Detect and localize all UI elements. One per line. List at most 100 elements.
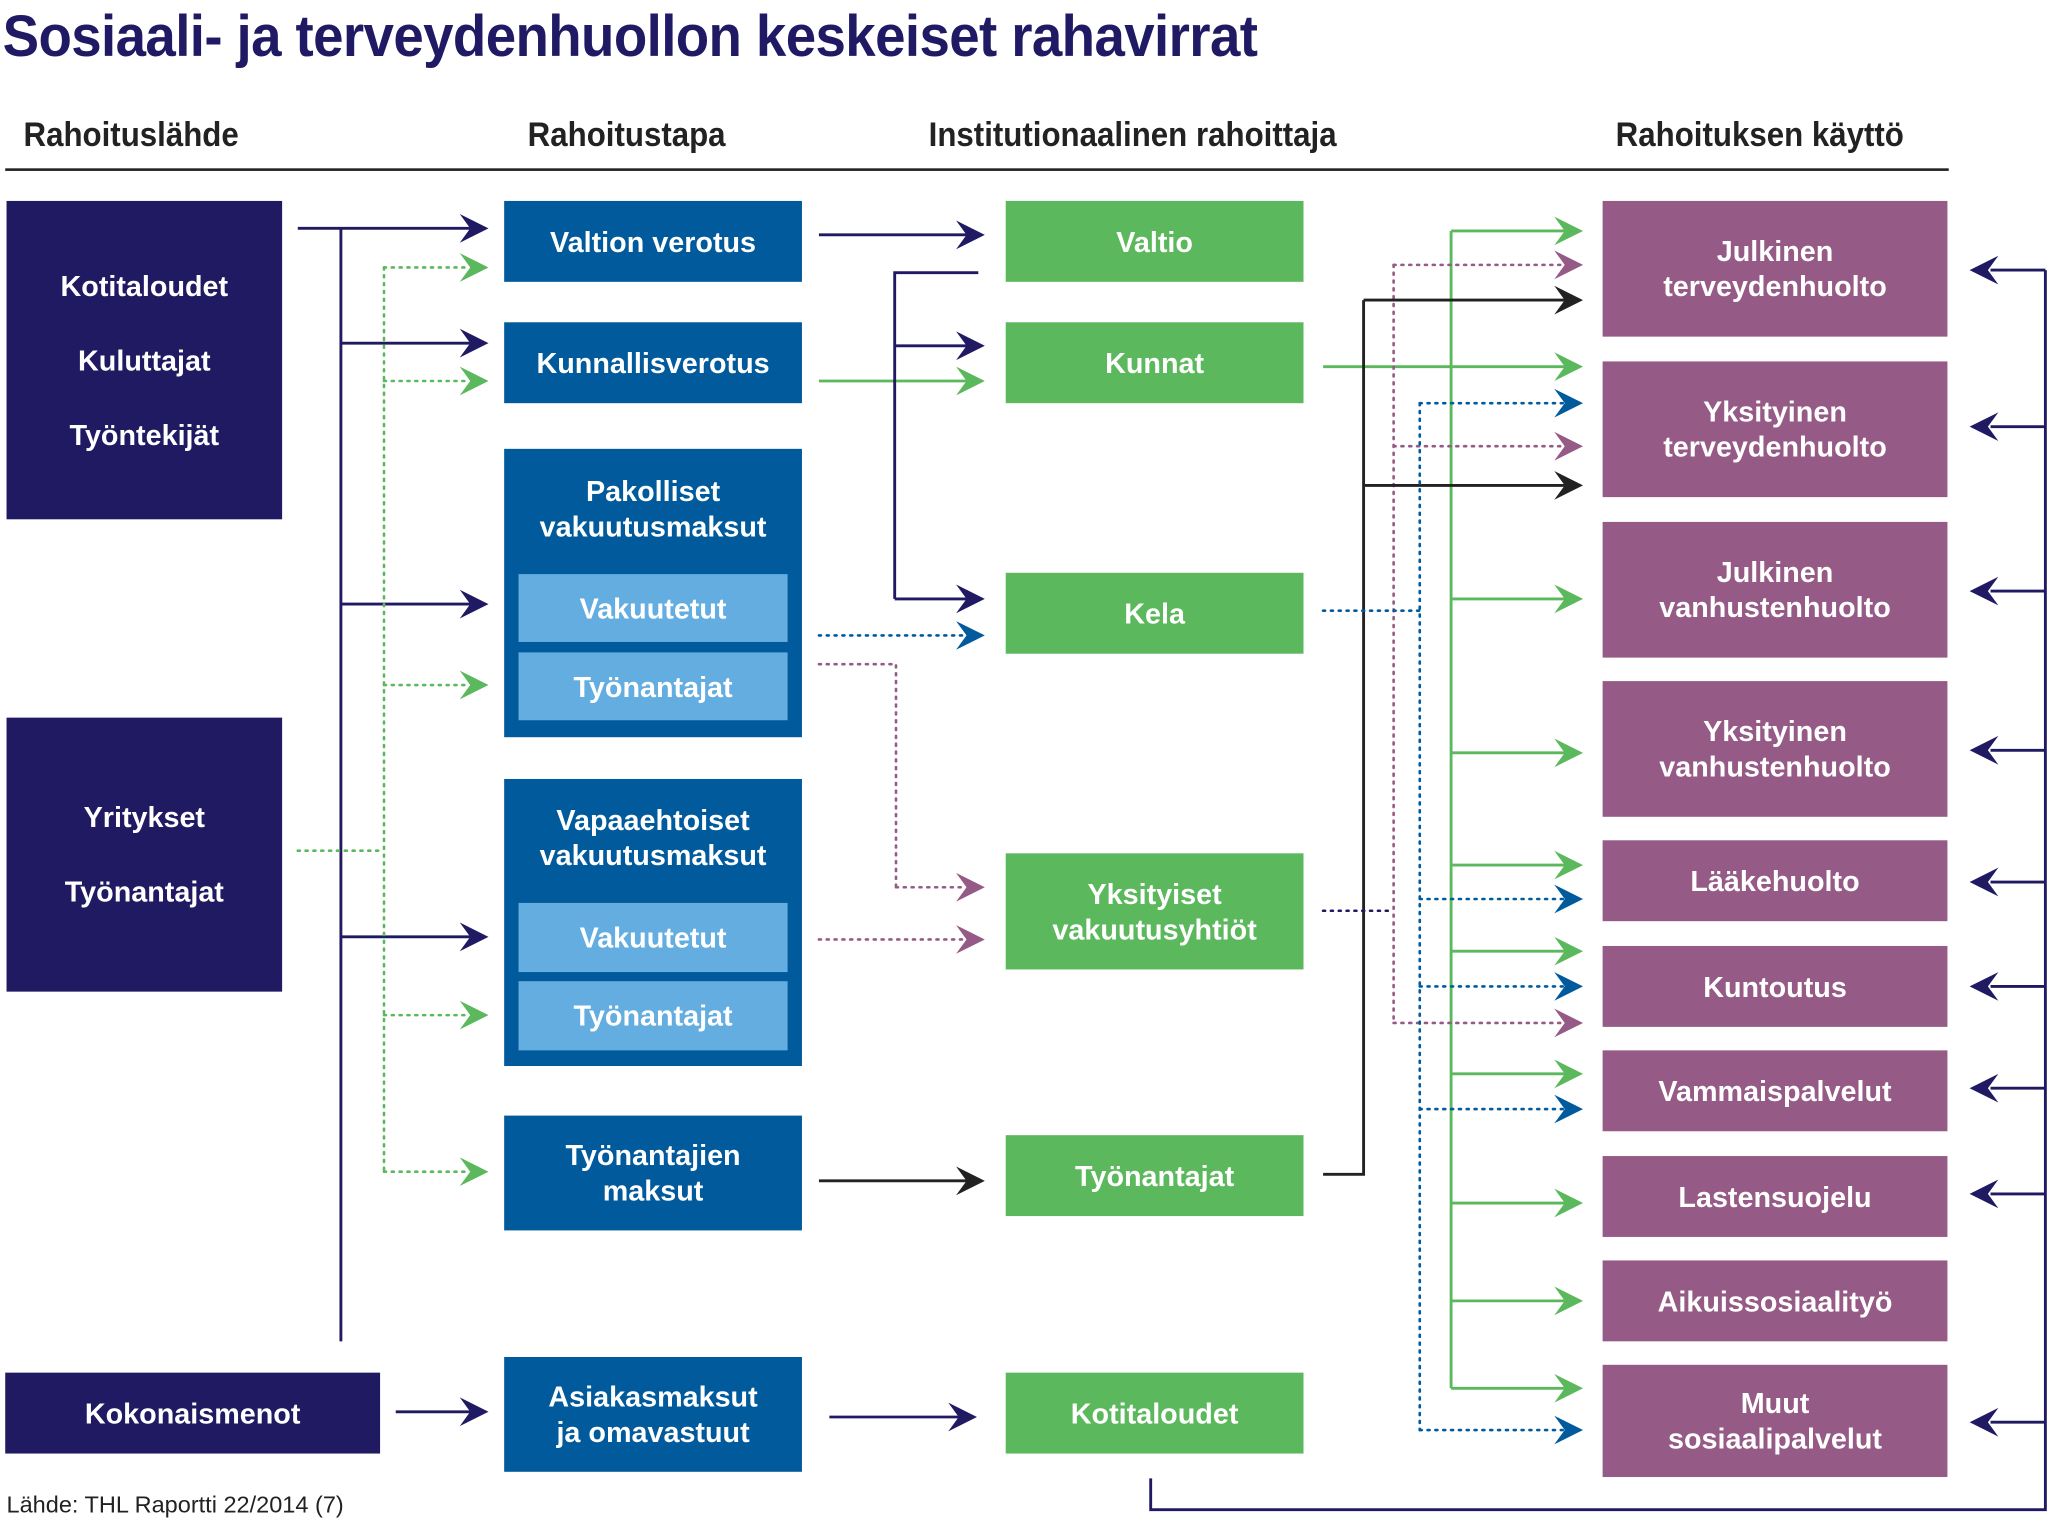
use-item: Aikuissosiaalityö <box>1602 1260 1948 1342</box>
label: Valtion verotus <box>550 225 757 258</box>
label: vanhustenhuolto <box>1659 750 1891 783</box>
arrowhead-icon <box>1554 1415 1584 1445</box>
arrowhead-icon <box>459 1157 489 1187</box>
label: Työnantajat <box>573 670 733 703</box>
use-item: Kuntoutus <box>1602 945 1948 1027</box>
arrowhead-icon <box>459 1397 489 1427</box>
label: Aikuissosiaalityö <box>1657 1284 1893 1318</box>
arrowhead-icon <box>1554 216 1584 246</box>
arrowhead-icon <box>1554 584 1584 614</box>
arrowhead-icon <box>1554 1094 1584 1124</box>
label: terveydenhuolto <box>1663 270 1887 303</box>
arrowhead-icon <box>1969 412 1999 442</box>
flow-line <box>893 271 979 599</box>
arrowhead-icon <box>1969 1179 1999 1209</box>
black-trunk <box>1323 300 1366 1176</box>
label: Lastensuojelu <box>1678 1180 1872 1213</box>
label: Työnantajat <box>64 875 224 909</box>
label: vakuutusmaksut <box>539 838 767 872</box>
label: Valtio <box>1116 225 1193 258</box>
label: Kunnallisverotus <box>536 346 770 380</box>
arrowhead-icon <box>1554 1059 1584 1089</box>
label: Työnantajat <box>573 999 733 1033</box>
arrowhead-icon <box>956 220 985 250</box>
label: Yksityinen <box>1703 715 1847 748</box>
arrowhead-icon <box>956 1166 985 1196</box>
header-use: Rahoituksen käyttö <box>1615 114 1904 154</box>
arrowhead-icon <box>459 589 489 619</box>
label: maksut <box>602 1174 704 1207</box>
arrowhead-icon <box>1969 255 1999 285</box>
label: sosiaalipalvelut <box>1667 1422 1883 1455</box>
flow-line <box>817 662 898 889</box>
arrowhead-icon <box>1969 1073 1999 1103</box>
use-item: Lastensuojelu <box>1602 1156 1948 1237</box>
arrowhead-icon <box>459 1000 489 1030</box>
label: Kuntoutus <box>1703 970 1847 1003</box>
arrowhead-icon <box>1969 972 1999 1001</box>
arrowhead-icon <box>1969 576 1999 606</box>
arrowhead-icon <box>459 253 489 282</box>
label: vakuutusyhtiöt <box>1052 912 1257 946</box>
arrowhead-icon <box>1554 738 1584 768</box>
label: Kotitaloudet <box>60 269 229 303</box>
arrowhead-icon <box>1554 972 1584 1001</box>
arrowhead-icon <box>1554 1188 1584 1218</box>
header-funder: Institutionaalinen rahoittaja <box>928 114 1337 154</box>
label: Työntekijät <box>69 418 220 451</box>
voluntary-employers: Työnantajat <box>518 981 788 1051</box>
label: terveydenhuolto <box>1663 430 1887 464</box>
arrowhead-icon <box>1554 850 1584 880</box>
arrowhead-icon <box>1969 867 1999 897</box>
arrowhead-icon <box>1554 1286 1584 1316</box>
arrowhead-icon <box>956 366 985 396</box>
arrowhead-icon <box>956 621 985 650</box>
arrowhead-icon <box>1554 285 1584 315</box>
funder-municipalities: Kunnat <box>1005 322 1304 404</box>
source-households: Kotitaloudet Kuluttajat Työntekijät <box>6 200 283 520</box>
label: Kela <box>1124 596 1185 630</box>
label: Julkinen <box>1716 555 1834 589</box>
label: Muut <box>1740 1386 1810 1420</box>
funder-private-insurers: Yksityiset vakuutusyhtiöt <box>1005 853 1304 970</box>
label: Asiakasmaksut <box>548 1380 758 1414</box>
mandatory-employers: Työnantajat <box>518 652 788 721</box>
arrowhead-icon <box>956 925 985 954</box>
method-state-tax: Valtion verotus <box>504 200 802 282</box>
funder-employers: Työnantajat <box>1005 1135 1304 1217</box>
arrowhead-icon <box>459 328 489 358</box>
arrowhead-icon <box>1969 1407 1999 1437</box>
voluntary-insured: Vakuutetut <box>518 902 788 973</box>
arrowhead-icon <box>1969 735 1999 765</box>
label: Lääkehuolto <box>1690 864 1860 898</box>
arrowhead-icon <box>459 670 489 700</box>
funder-state: Valtio <box>1005 200 1304 282</box>
label: Pakolliset <box>585 474 721 508</box>
source-note: Lähde: THL Raportti 22/2014 (7) <box>6 1491 344 1518</box>
arrowhead-icon <box>1554 388 1584 418</box>
arrowhead-icon <box>956 872 985 902</box>
label: Vakuutetut <box>579 591 727 625</box>
label: Kunnat <box>1105 346 1205 380</box>
label: Vapaaehtoiset <box>556 803 750 837</box>
header-rule <box>5 168 1949 171</box>
arrowhead-icon <box>1554 250 1584 280</box>
label: vanhustenhuolto <box>1659 591 1891 624</box>
arrowhead-icon <box>459 366 489 396</box>
arrowhead-icon <box>1554 1373 1584 1403</box>
label: Kotitaloudet <box>1070 1396 1239 1430</box>
arrowhead-icon <box>948 1402 977 1432</box>
arrowhead-icon <box>1554 936 1584 966</box>
header-method: Rahoitustapa <box>527 114 726 154</box>
mandatory-insured: Vakuutetut <box>518 574 788 642</box>
use-item: Vammaispalvelut <box>1602 1050 1948 1132</box>
funder-kela: Kela <box>1005 572 1304 654</box>
label: Kokonaismenot <box>84 1396 301 1430</box>
